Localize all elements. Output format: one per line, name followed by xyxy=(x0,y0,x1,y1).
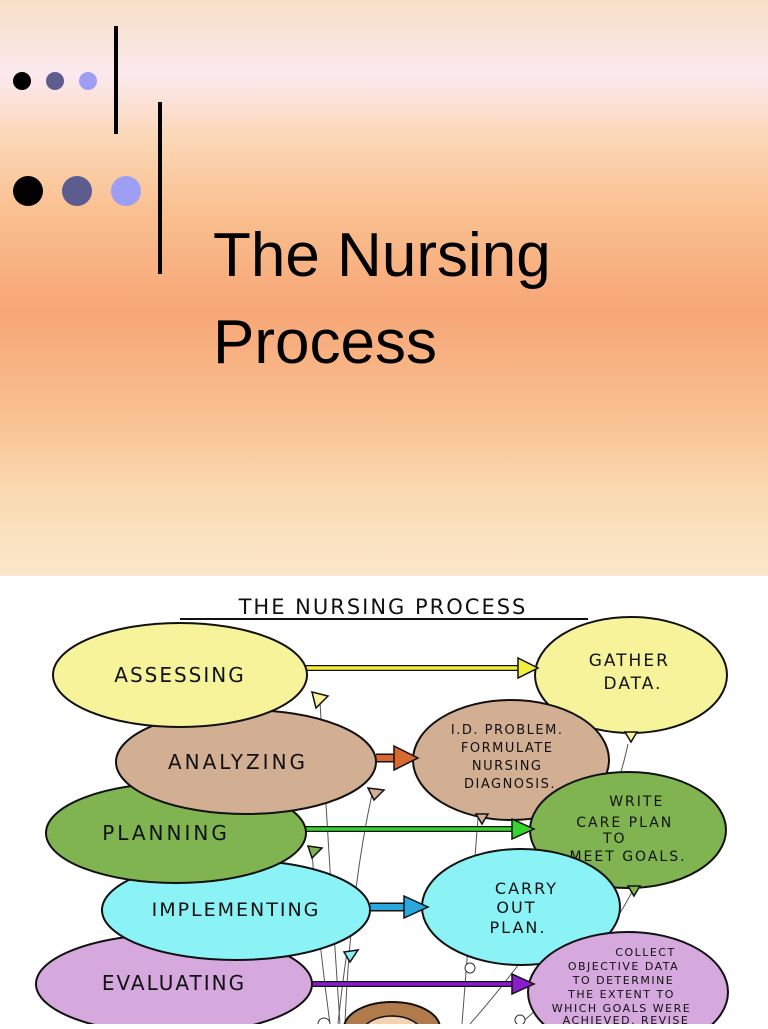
arrow-implementing xyxy=(370,894,430,920)
result-1-line-2: DATA. xyxy=(604,674,663,694)
result-balloon-1: GATHER DATA. xyxy=(534,616,728,744)
bullet-dot-small-1 xyxy=(13,72,31,90)
result-2-line-1: I.D. PROBLEM. xyxy=(451,723,564,738)
result-4-line-3: PLAN. xyxy=(490,918,547,937)
step-label-implementing: IMPLEMENTING xyxy=(152,899,321,921)
slide-title-line-1: The Nursing xyxy=(213,221,551,290)
result-2-line-4: DIAGNOSIS. xyxy=(464,777,556,792)
arrow-assessing xyxy=(304,656,540,680)
result-balloon-4: CARRY OUT PLAN. xyxy=(421,848,621,966)
nurse-figure-head xyxy=(343,1001,441,1029)
result-5-line-4: THE EXTENT TO xyxy=(567,988,675,1001)
result-4-line-1: CARRY xyxy=(495,879,558,898)
decor-line-left xyxy=(114,26,118,134)
diagram-title: THE NURSING PROCESS xyxy=(238,595,528,619)
result-5-line-6: ACHIEVED. REVISE xyxy=(563,1014,690,1024)
result-5-line-2: OBJECTIVE DATA xyxy=(568,960,679,973)
result-2-line-2: FORMULATE xyxy=(461,741,554,756)
bullet-dot-large-1 xyxy=(13,176,43,206)
svg-text:I.D. PROBLEM. FORMULAT: I.D. PROBLEM. FORMULATE NURSING DIAGNOSI… xyxy=(451,723,569,792)
step-balloon-assessing: ASSESSING xyxy=(52,622,330,728)
svg-text:WRITE CARE PLAN: WRITE CARE PLAN TO MEET GOALS. xyxy=(569,794,686,865)
result-2-line-3: NURSING xyxy=(472,759,543,774)
result-5-line-1: COLLECT xyxy=(615,946,675,959)
step-balloon-implementing: IMPLEMENTING xyxy=(101,859,371,964)
title-slide: The Nursing Process xyxy=(0,0,768,576)
arrow-evaluating xyxy=(312,972,536,996)
arrow-planning xyxy=(305,817,536,841)
bullet-dot-large-3 xyxy=(111,176,141,206)
result-1-line-1: GATHER xyxy=(589,651,670,671)
step-label-assessing: ASSESSING xyxy=(114,663,245,687)
svg-text:CARRY OUT PLAN: CARRY OUT PLAN. xyxy=(490,879,566,937)
slide-title: The Nursing Process xyxy=(213,212,551,386)
result-5-line-3: TO DETERMINE xyxy=(572,974,675,987)
result-4-line-2: OUT xyxy=(496,898,536,917)
arrow-analyzing xyxy=(376,744,420,772)
bullet-dot-small-2 xyxy=(46,72,64,90)
bullet-dot-large-2 xyxy=(62,176,92,206)
result-5-line-5: WHICH GOALS WERE xyxy=(552,1002,691,1015)
slide-title-line-2: Process xyxy=(213,308,437,377)
result-3-line-3: TO xyxy=(602,831,627,847)
decor-line-right xyxy=(158,102,162,274)
result-3-line-1: WRITE xyxy=(609,794,664,810)
nursing-process-diagram: THE NURSING PROCESS GATHER DATA. I. xyxy=(35,595,729,1029)
nursing-process-cartoon: THE NURSING PROCESS GATHER DATA. I. xyxy=(0,576,768,1029)
step-label-evaluating: EVALUATING xyxy=(102,971,246,995)
step-label-planning: PLANNING xyxy=(102,821,230,845)
step-balloon-analyzing: ANALYZING xyxy=(115,709,386,815)
step-label-analyzing: ANALYZING xyxy=(168,750,308,774)
result-3-line-2: CARE PLAN xyxy=(576,815,673,831)
svg-text:GATHER DATA.: GATHER DATA. xyxy=(589,651,678,694)
bullet-dot-small-3 xyxy=(79,72,97,90)
result-3-line-4: MEET GOALS. xyxy=(569,849,686,865)
